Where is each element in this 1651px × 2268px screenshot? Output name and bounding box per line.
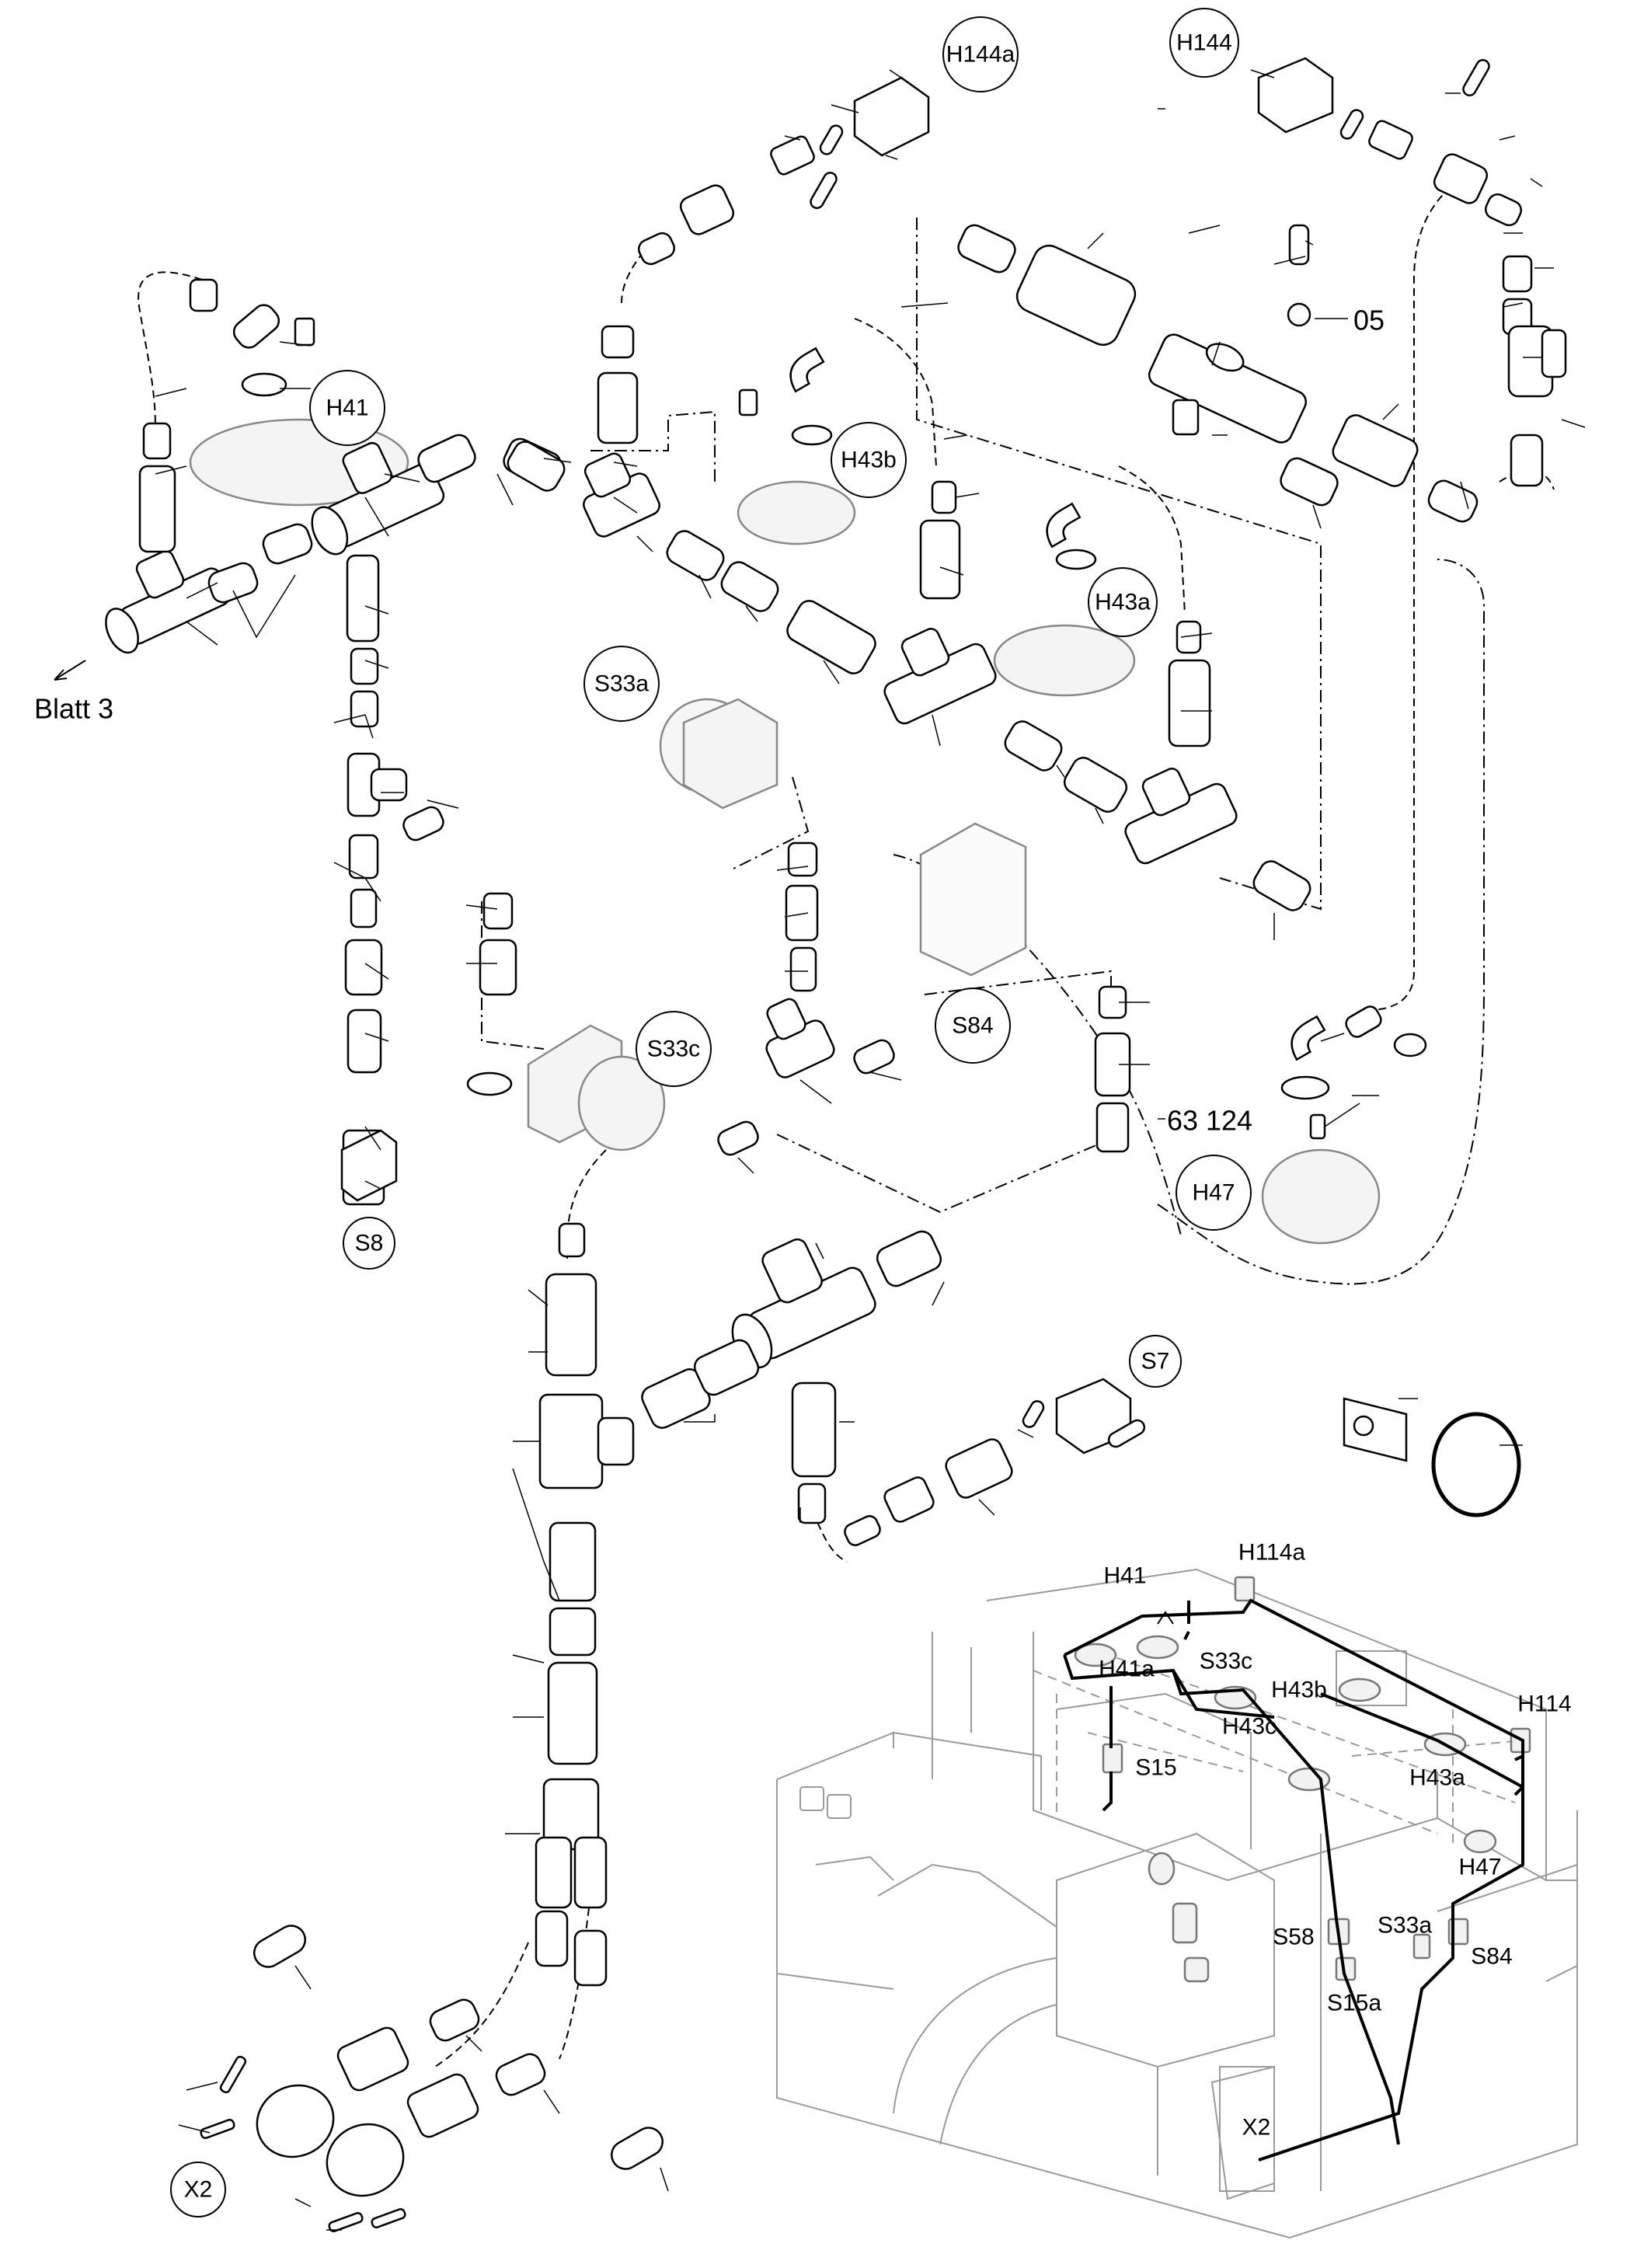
overview-label-H43c: H43c — [1222, 1714, 1277, 1740]
callout-label-H47: H47 — [1192, 1180, 1235, 1206]
callout-H41: H41 — [309, 370, 385, 446]
callout-S33a: S33a — [583, 646, 660, 722]
callout-H43b: H43b — [831, 422, 907, 498]
connector-s8-part — [340, 1129, 398, 1202]
overview-label-S15: S15 — [1135, 1755, 1176, 1781]
exploded-parts — [105, 57, 1567, 2233]
callout-label-S33c: S33c — [647, 1036, 700, 1062]
overview-label-X2: X2 — [1242, 2115, 1271, 2141]
part-number-63124: 63 124 — [1167, 1105, 1252, 1137]
callout-label-H43a: H43a — [1095, 590, 1151, 615]
callout-label-H43b: H43b — [841, 448, 897, 473]
overview-labels: H41 H114a H41a S33c H43b H43c H114 S15 H… — [1099, 1540, 1572, 2141]
overview-label-H43a: H43a — [1409, 1765, 1465, 1791]
callout-label-S8: S8 — [355, 1231, 384, 1256]
callout-H144: H144 — [1169, 8, 1239, 78]
callout-label-H41: H41 — [326, 395, 368, 421]
overview-label-S58: S58 — [1273, 1925, 1314, 1950]
callout-label-S84: S84 — [952, 1013, 993, 1039]
overview-label-S15a: S15a — [1327, 1991, 1381, 2016]
overview-label-H41: H41 — [1103, 1563, 1146, 1589]
switch-s33a-part — [659, 698, 778, 810]
overview-label-S33c: S33c — [1200, 1649, 1252, 1674]
leader-lines — [54, 69, 1586, 2231]
callout-H144a: H144a — [942, 16, 1019, 92]
overview-label-H47: H47 — [1458, 1855, 1501, 1880]
callout-X2: X2 — [170, 2162, 226, 2217]
connector-h144-part — [1257, 57, 1334, 134]
callout-label-X2: X2 — [184, 2177, 213, 2203]
overview-label-H114a: H114a — [1238, 1540, 1305, 1566]
overview-label-H43b: H43b — [1271, 1677, 1327, 1703]
callout-S7: S7 — [1129, 1335, 1182, 1388]
callout-H47: H47 — [1176, 1155, 1252, 1231]
callout-S33c: S33c — [636, 1011, 712, 1087]
overview-label-S84: S84 — [1471, 1944, 1512, 1970]
overview-label-H41a: H41a — [1099, 1657, 1155, 1682]
switch-s33c-part — [527, 1024, 666, 1151]
callout-label-S7: S7 — [1141, 1349, 1170, 1374]
callout-label-H144: H144 — [1176, 30, 1232, 56]
callout-label-S33a: S33a — [594, 671, 649, 697]
callout-S8: S8 — [343, 1217, 395, 1270]
part-number-05: 05 — [1353, 305, 1385, 336]
connector-h144a-part — [853, 76, 930, 157]
overview-label-S33a: S33a — [1378, 1913, 1432, 1939]
sheet-reference-label: Blatt 3 — [34, 693, 113, 725]
callout-label-H144a: H144a — [946, 42, 1015, 68]
machine-overview — [776, 1568, 1578, 2239]
callout-S84: S84 — [935, 988, 1011, 1064]
callout-H43a: H43a — [1088, 567, 1158, 637]
overview-label-H114: H114 — [1517, 1691, 1572, 1717]
